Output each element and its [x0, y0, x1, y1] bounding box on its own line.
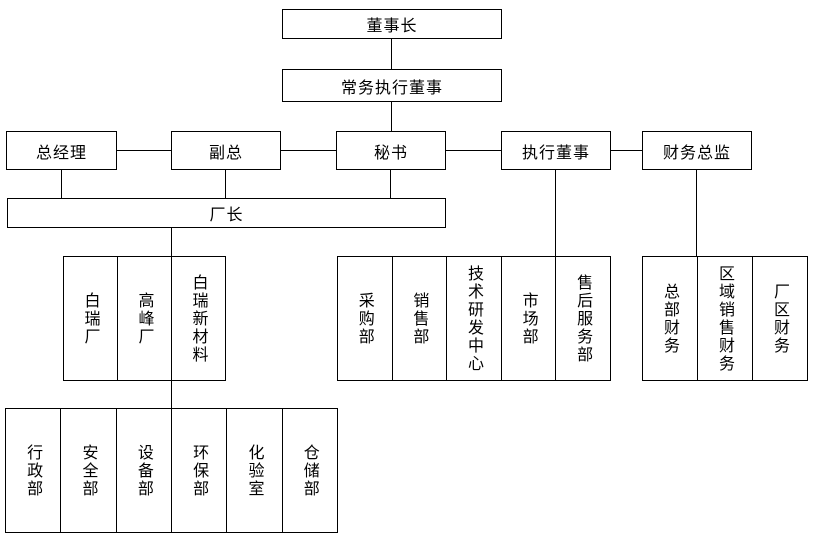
org-node-safety-dept: 安全部: [60, 409, 115, 532]
org-node-environment-dept: 环保部: [170, 409, 226, 532]
org-node-marketing-dept: 市场部: [500, 257, 556, 380]
org-node-label: 化验室: [245, 443, 265, 498]
connector-deputy-secretary: [281, 150, 336, 151]
org-node-secretary: 秘书: [336, 131, 446, 170]
org-node-gaofeng-factory: 高峰厂: [117, 257, 171, 380]
org-node-equipment-dept: 设备部: [115, 409, 171, 532]
org-node-bairui-new-materials: 白瑞新材料: [171, 257, 225, 380]
org-group-factories: 白瑞厂 高峰厂 白瑞新材料: [63, 256, 226, 381]
org-node-label: 环保部: [190, 443, 210, 498]
org-node-bairui-factory: 白瑞厂: [64, 257, 117, 380]
org-node-procurement-dept: 采购部: [338, 257, 392, 380]
org-node-label: 区域销售财务: [716, 264, 735, 373]
org-node-after-sales-dept: 售后服务部: [555, 257, 610, 380]
org-node-rd-center: 技术研发中心: [446, 257, 501, 380]
connector-execdir-findir: [611, 150, 642, 151]
org-node-label: 常务执行董事: [340, 77, 443, 97]
org-node-deputy-general-manager: 副总: [171, 131, 281, 170]
org-node-label: 董事长: [366, 16, 418, 35]
org-node-label: 总部财务: [661, 282, 680, 355]
org-node-label: 执行董事: [521, 142, 590, 162]
org-node-label: 行政部: [24, 443, 44, 498]
org-group-finance-departments: 总部财务 区域销售财务 厂区财务: [642, 256, 808, 381]
connector-findir-financegroup: [696, 170, 697, 256]
org-node-label: 采购部: [355, 291, 375, 346]
org-node-finance-director: 财务总监: [642, 131, 752, 170]
connector-emd-secretary: [391, 102, 392, 131]
org-node-label: 售后服务部: [574, 273, 594, 364]
org-node-label: 财务总监: [662, 142, 731, 162]
org-node-label: 仓储部: [300, 443, 320, 498]
connector-secretary-execdir: [446, 150, 501, 151]
org-node-executive-director: 执行董事: [501, 131, 611, 170]
connector-chairman-emd: [391, 39, 392, 69]
org-node-label: 高峰厂: [135, 291, 155, 346]
org-node-regional-sales-finance: 区域销售财务: [697, 257, 752, 380]
connector-execdir-businessgroup: [555, 170, 556, 256]
org-node-laboratory: 化验室: [226, 409, 281, 532]
org-node-hq-finance: 总部财务: [643, 257, 697, 380]
org-node-label: 白瑞新材料: [189, 273, 209, 364]
org-node-label: 秘书: [373, 142, 408, 162]
org-node-admin-dept: 行政部: [6, 409, 60, 532]
org-node-plant-finance: 厂区财务: [752, 257, 807, 380]
org-node-label: 厂区财务: [771, 282, 790, 355]
org-group-factory-departments: 行政部 安全部 设备部 环保部 化验室 仓储部: [5, 408, 338, 533]
org-node-label: 市场部: [519, 291, 539, 346]
org-node-label: 销售部: [410, 291, 430, 346]
org-group-business-departments: 采购部 销售部 技术研发中心 市场部 售后服务部: [337, 256, 611, 381]
org-node-label: 副总: [208, 142, 243, 162]
org-node-label: 白瑞厂: [81, 291, 101, 346]
org-node-label: 设备部: [134, 443, 154, 498]
org-node-chairman: 董事长: [282, 9, 502, 39]
connector-secretary-factorydirector: [390, 170, 391, 198]
org-node-label: 厂长: [209, 205, 244, 224]
org-node-sales-dept: 销售部: [391, 257, 447, 380]
org-node-general-manager: 总经理: [6, 131, 117, 170]
connector-gm-deputy: [117, 150, 171, 151]
connector-gm-factorydirector: [61, 170, 62, 198]
connector-deputy-factorydirector: [225, 170, 226, 198]
org-node-label: 技术研发中心: [464, 264, 484, 373]
org-node-label: 安全部: [79, 443, 99, 498]
org-node-warehouse-dept: 仓储部: [281, 409, 337, 532]
org-node-factory-director: 厂长: [7, 198, 446, 228]
org-node-executive-managing-director: 常务执行董事: [282, 69, 502, 102]
org-node-label: 总经理: [35, 142, 87, 162]
